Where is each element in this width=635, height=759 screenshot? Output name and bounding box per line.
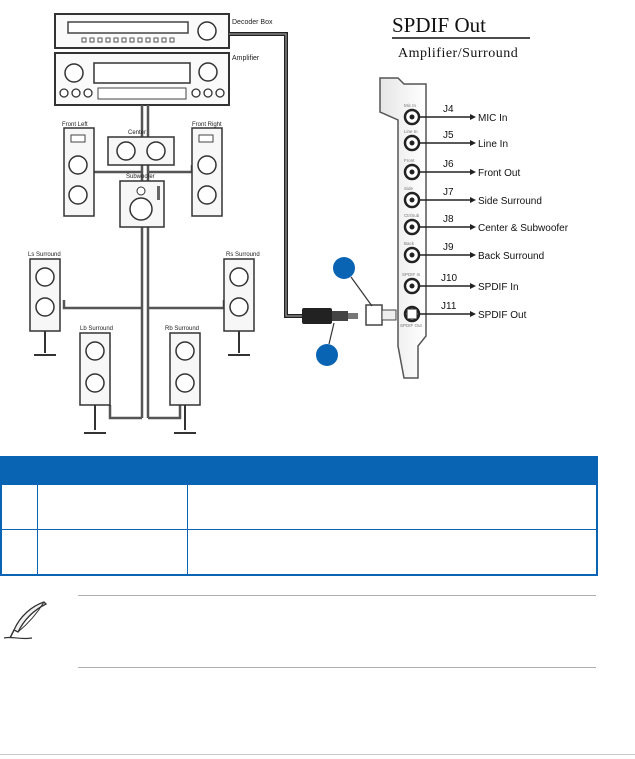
note-quill-icon	[3, 601, 48, 640]
rb-surround-label: Rb Surround	[165, 326, 199, 332]
subwoofer-label: Subwoofer	[126, 174, 155, 180]
table-row	[1, 484, 597, 530]
port-j9-id: J9	[443, 242, 454, 253]
port-j9-name: Back Surround	[478, 251, 544, 262]
port-j6-name: Front Out	[478, 168, 520, 179]
panel-label-j10: SPDIF In	[402, 272, 421, 277]
lb-surround-label: Lb Surround	[80, 326, 113, 332]
ls-surround-label: Ls Surround	[28, 252, 61, 258]
rs-surround-label: Rs Surround	[226, 252, 260, 258]
port-j6-id: J6	[443, 159, 454, 170]
amplifier-device: Amplifier	[54, 52, 260, 106]
port-j11-id: J11	[441, 301, 457, 312]
center-label: Center	[128, 130, 146, 136]
spdif-optical-cable	[229, 32, 397, 326]
port-j8-id: J8	[443, 214, 454, 225]
note-box	[78, 595, 596, 668]
speaker-center: Center	[107, 130, 175, 166]
header-cell-description	[186, 457, 597, 485]
panel-label-j9: Back	[404, 241, 415, 246]
header-cell-item	[36, 457, 187, 485]
audio-card-bracket: Mic In Line In Front Side Ctr/Sub Back S…	[379, 77, 427, 379]
speaker-rs-surround: Rs Surround	[223, 252, 260, 356]
panel-label-j6: Front	[404, 158, 415, 163]
panel-label-j8: Ctr/Sub	[404, 213, 420, 218]
port-j10-id: J10	[441, 273, 458, 284]
header-cell-number	[1, 457, 37, 485]
port-j4-id: J4	[443, 104, 454, 115]
port-j7-name: Side Surround	[478, 196, 542, 207]
port-j10-name: SPDIF In	[478, 282, 519, 293]
diagram-subtitle: Amplifier/Surround	[398, 46, 518, 61]
connector-legend-table	[0, 456, 598, 576]
panel-label-j5: Line In	[404, 129, 418, 134]
speaker-front-right: Front Right	[191, 122, 223, 217]
speaker-subwoofer: Subwoofer	[119, 174, 165, 228]
front-left-label: Front Left	[62, 122, 88, 128]
decoder-box-label: Decoder Box	[232, 19, 273, 26]
footer-rule	[0, 754, 635, 755]
port-j8-name: Center & Subwoofer	[478, 223, 569, 234]
speaker-ls-surround: Ls Surround	[28, 252, 61, 356]
speaker-front-left: Front Left	[62, 122, 95, 217]
table-row	[1, 529, 597, 575]
spdif-connection-diagram: Decoder Box Amplifier Front Left Front R	[28, 13, 569, 434]
port-j5-id: J5	[443, 130, 454, 141]
port-j4-name: MIC In	[478, 113, 507, 124]
callout-connector-b	[316, 322, 338, 366]
amplifier-label: Amplifier	[232, 55, 260, 62]
panel-label-j11: SPDIF Out	[400, 323, 423, 328]
port-j11-name: SPDIF Out	[478, 310, 527, 321]
port-labels: J4 MIC In J5 Line In J6 Front Out J7 Sid…	[441, 104, 569, 321]
port-leader-lines	[420, 116, 470, 315]
table-header-row	[1, 457, 597, 485]
speaker-rb-surround: Rb Surround	[165, 326, 201, 434]
panel-label-j4: Mic In	[404, 103, 416, 108]
speaker-lb-surround: Lb Surround	[79, 326, 113, 434]
callout-connector-a	[333, 257, 373, 307]
port-j7-id: J7	[443, 187, 454, 198]
decoder-box-device: Decoder Box	[54, 13, 273, 49]
front-right-label: Front Right	[192, 122, 222, 128]
diagram-title: SPDIF Out	[392, 13, 486, 37]
panel-label-j7: Side	[404, 186, 414, 191]
port-j5-name: Line In	[478, 139, 508, 150]
